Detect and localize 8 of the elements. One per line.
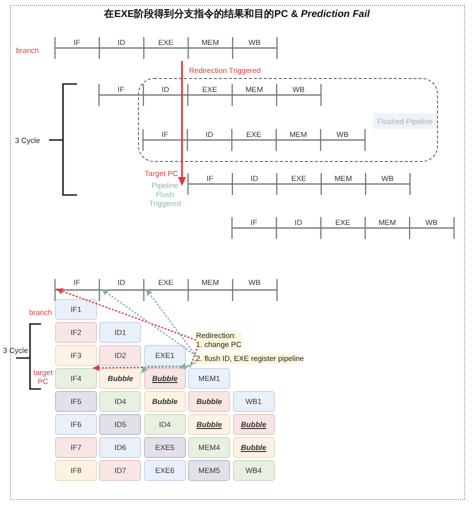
arrow [56, 288, 196, 341]
arrow [179, 362, 196, 370]
arrow [140, 360, 196, 374]
arrow [145, 288, 197, 356]
title: 在EXE阶段得到分支指令的结果和目的PC & Prediction Fail [102, 9, 371, 21]
arrow [101, 288, 196, 357]
arrow [92, 348, 198, 372]
flush-region [138, 78, 438, 162]
